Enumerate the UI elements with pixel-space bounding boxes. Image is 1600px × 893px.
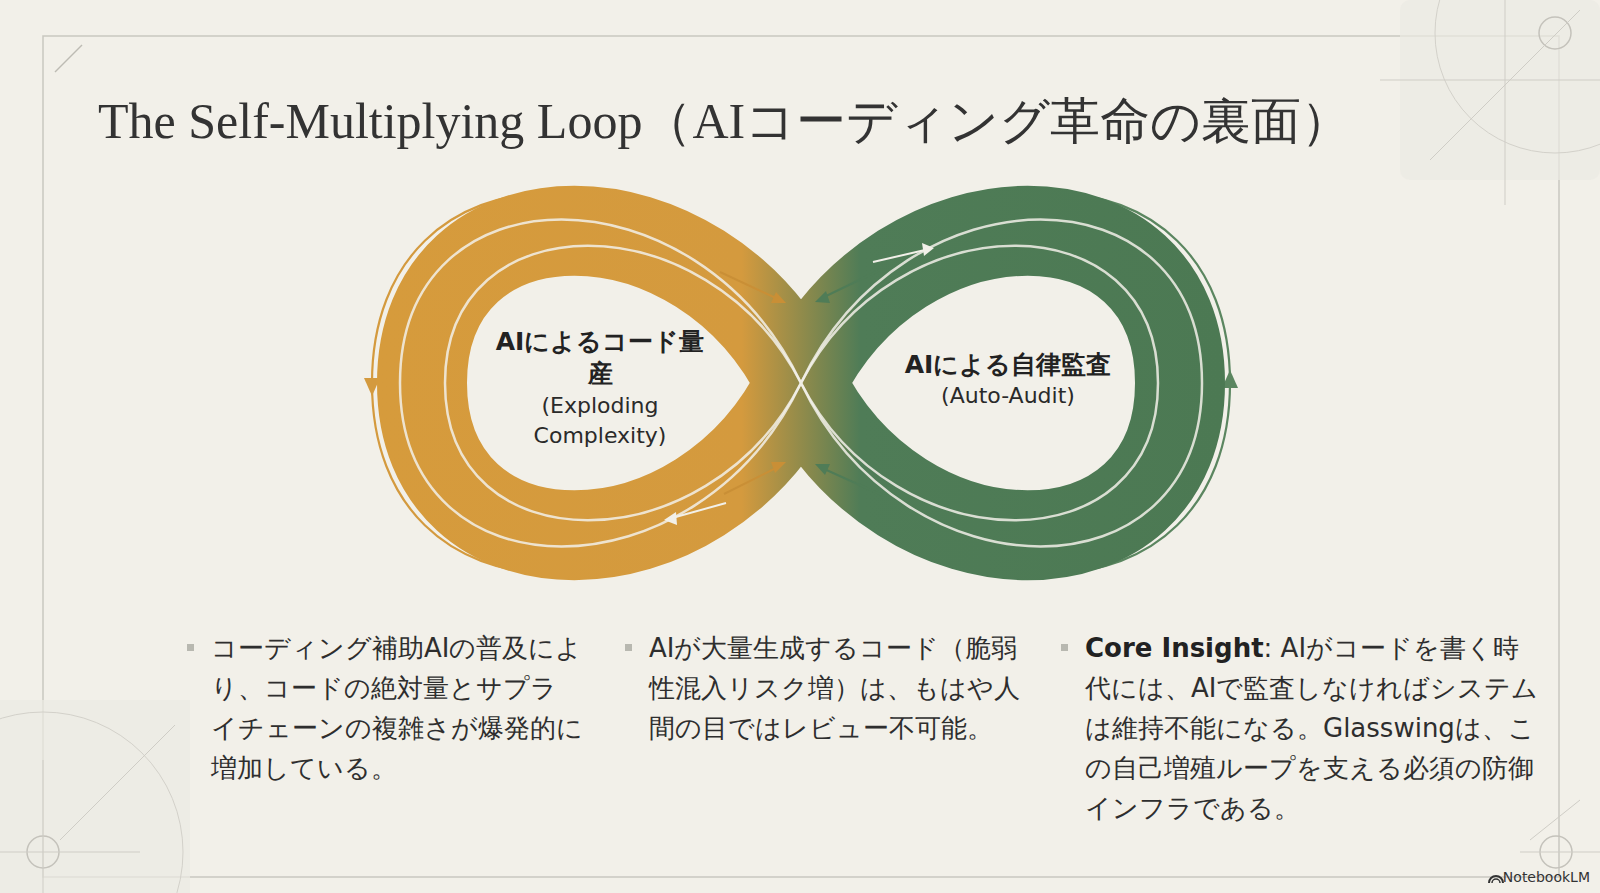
infinity-band	[422, 231, 1180, 536]
bullet-marker	[1061, 644, 1068, 651]
loop-lobe: AIによる自律監査(Auto-Audit)	[893, 349, 1123, 411]
lobe-heading: AIによるコード量産	[493, 326, 708, 391]
frame	[43, 36, 1559, 877]
bullet-marker	[187, 644, 194, 651]
bullet-point: Core Insight: AIがコードを書く時代には、AIで監査しなければシス…	[1085, 628, 1540, 828]
watermark: NotebookLM	[1503, 869, 1590, 885]
bullet-text: コーディング補助AIの普及により、コードの絶対量とサプライチェーンの複雑さが爆発…	[211, 633, 583, 783]
loop-lobe: AIによるコード量産(Exploding Complexity)	[493, 326, 708, 450]
lobe-subtitle: (Exploding Complexity)	[493, 391, 708, 450]
lobe-heading: AIによる自律監査	[893, 349, 1123, 382]
title: The Self-Multiplying Loop（AIコーディング革命の裏面）	[98, 88, 1351, 155]
bullet-text: AIが大量生成するコード（脆弱性混入リスク増）は、もはや人間の目ではレビュー不可…	[649, 633, 1020, 743]
bullet-point: コーディング補助AIの普及により、コードの絶対量とサプライチェーンの複雑さが爆発…	[211, 628, 583, 788]
bullet-point: AIが大量生成するコード（脆弱性混入リスク増）は、もはや人間の目ではレビュー不可…	[649, 628, 1021, 748]
bullet-marker	[625, 644, 632, 651]
lobe-subtitle: (Auto-Audit)	[893, 381, 1123, 411]
bullet-text: Core Insight: AIがコードを書く時代には、AIで監査しなければシス…	[1085, 633, 1538, 823]
